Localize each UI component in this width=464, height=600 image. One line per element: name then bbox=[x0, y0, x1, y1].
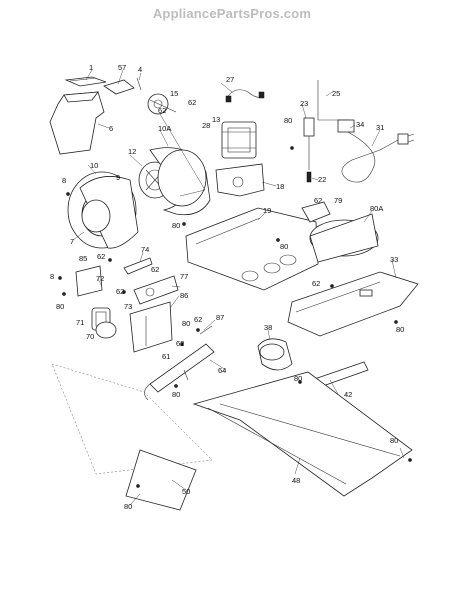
callout-73: 73 bbox=[124, 302, 132, 311]
callout-62: 62 bbox=[116, 287, 124, 296]
callout-27: 27 bbox=[226, 75, 234, 84]
callout-70: 70 bbox=[86, 332, 94, 341]
callout-80: 80 bbox=[284, 116, 292, 125]
callout-1: 1 bbox=[89, 63, 93, 72]
part-87-clamp bbox=[199, 325, 213, 335]
callout-80: 80 bbox=[172, 390, 180, 399]
part-86-bracket bbox=[129, 301, 173, 353]
callout-57: 57 bbox=[118, 63, 126, 72]
part-22-wire bbox=[306, 171, 312, 183]
callout-80: 80 bbox=[390, 436, 398, 445]
site-watermark: AppliancePartsPros.com bbox=[152, 6, 312, 21]
callout-8: 8 bbox=[62, 176, 66, 185]
callout-22: 22 bbox=[318, 175, 326, 184]
part-25-bracket bbox=[317, 80, 350, 121]
part-50-back-panel bbox=[51, 363, 213, 511]
callout-33: 33 bbox=[390, 255, 398, 264]
part-6-duct bbox=[49, 91, 105, 155]
callout-64: 64 bbox=[218, 366, 226, 375]
part-77-sensor bbox=[133, 275, 179, 305]
callout-62: 62 bbox=[158, 106, 166, 115]
callout-labels: 1 57 4 6 62 15 62 13 27 25 23 34 31 28 8… bbox=[50, 63, 404, 511]
part-33-rail-panel bbox=[287, 271, 419, 337]
callout-48: 48 bbox=[292, 476, 300, 485]
callout-19: 19 bbox=[263, 206, 271, 215]
part-23-switch bbox=[303, 117, 315, 170]
part-74-harness-connector bbox=[123, 257, 153, 275]
part-15-pulley bbox=[147, 93, 177, 115]
callout-62: 62 bbox=[312, 279, 320, 288]
part-13-belt bbox=[159, 113, 206, 197]
callout-25: 25 bbox=[332, 89, 340, 98]
callout-62: 62 bbox=[97, 252, 105, 261]
part-34-terminal-block bbox=[337, 119, 355, 133]
part-38-elbow-duct bbox=[257, 338, 293, 371]
callout-80: 80 bbox=[396, 325, 404, 334]
part-70-valve-body bbox=[95, 321, 117, 339]
part-19-base bbox=[185, 207, 319, 291]
part-10A-housing-half bbox=[149, 147, 211, 216]
part-79-bracket bbox=[301, 201, 331, 223]
callout-80: 80 bbox=[172, 221, 180, 230]
callout-79: 79 bbox=[334, 196, 342, 205]
callout-34: 34 bbox=[356, 120, 364, 129]
callout-74: 74 bbox=[141, 245, 149, 254]
callout-80: 80 bbox=[182, 319, 190, 328]
callout-7: 7 bbox=[70, 237, 74, 246]
callout-85: 85 bbox=[79, 254, 87, 263]
fastener-screws bbox=[58, 146, 412, 488]
callout-80: 80 bbox=[124, 502, 132, 511]
callout-62: 62 bbox=[314, 196, 322, 205]
callout-62: 62 bbox=[188, 98, 196, 107]
callout-62: 62 bbox=[176, 339, 184, 348]
part-18-motor-mount bbox=[215, 163, 265, 197]
callout-8: 8 bbox=[50, 272, 54, 281]
callout-80: 80 bbox=[56, 302, 64, 311]
callout-13: 13 bbox=[212, 115, 220, 124]
part-48-base-channel bbox=[192, 371, 413, 497]
callout-10: 10 bbox=[90, 161, 98, 170]
callout-42: 42 bbox=[344, 390, 352, 399]
leader-lines bbox=[72, 69, 405, 506]
callout-77: 77 bbox=[180, 272, 188, 281]
part-80A-heater bbox=[309, 213, 379, 263]
callout-28: 28 bbox=[202, 121, 210, 130]
callout-80A: 80A bbox=[370, 204, 383, 213]
callout-71: 71 bbox=[76, 318, 84, 327]
callout-87: 87 bbox=[216, 313, 224, 322]
callout-61: 61 bbox=[162, 352, 170, 361]
part-4-screw bbox=[136, 77, 142, 91]
callout-31: 31 bbox=[376, 123, 384, 132]
callout-18: 18 bbox=[276, 182, 284, 191]
callout-62: 62 bbox=[151, 265, 159, 274]
callout-9: 9 bbox=[116, 173, 120, 182]
part-28-motor bbox=[221, 121, 257, 159]
callout-4: 4 bbox=[138, 65, 142, 74]
callout-86: 86 bbox=[180, 291, 188, 300]
part-85-plate bbox=[75, 265, 103, 297]
part-10-blower-housing bbox=[67, 171, 139, 249]
callout-80: 80 bbox=[280, 242, 288, 251]
callout-38: 38 bbox=[264, 323, 272, 332]
part-1-strip bbox=[64, 76, 107, 87]
callout-6: 6 bbox=[109, 124, 113, 133]
callout-80: 80 bbox=[294, 374, 302, 383]
callout-62: 62 bbox=[194, 315, 202, 324]
callout-23: 23 bbox=[300, 99, 308, 108]
part-64-duct-tube bbox=[149, 343, 215, 393]
callout-12: 12 bbox=[128, 147, 136, 156]
part-61-hose bbox=[144, 383, 151, 401]
part-57-bracket bbox=[103, 79, 135, 95]
part-31-power-cord bbox=[341, 131, 415, 183]
part-27-harness bbox=[225, 89, 265, 103]
callout-50: 50 bbox=[182, 487, 190, 496]
callout-15: 15 bbox=[170, 89, 178, 98]
callout-10A: 10A bbox=[158, 124, 171, 133]
callout-72: 72 bbox=[96, 274, 104, 283]
